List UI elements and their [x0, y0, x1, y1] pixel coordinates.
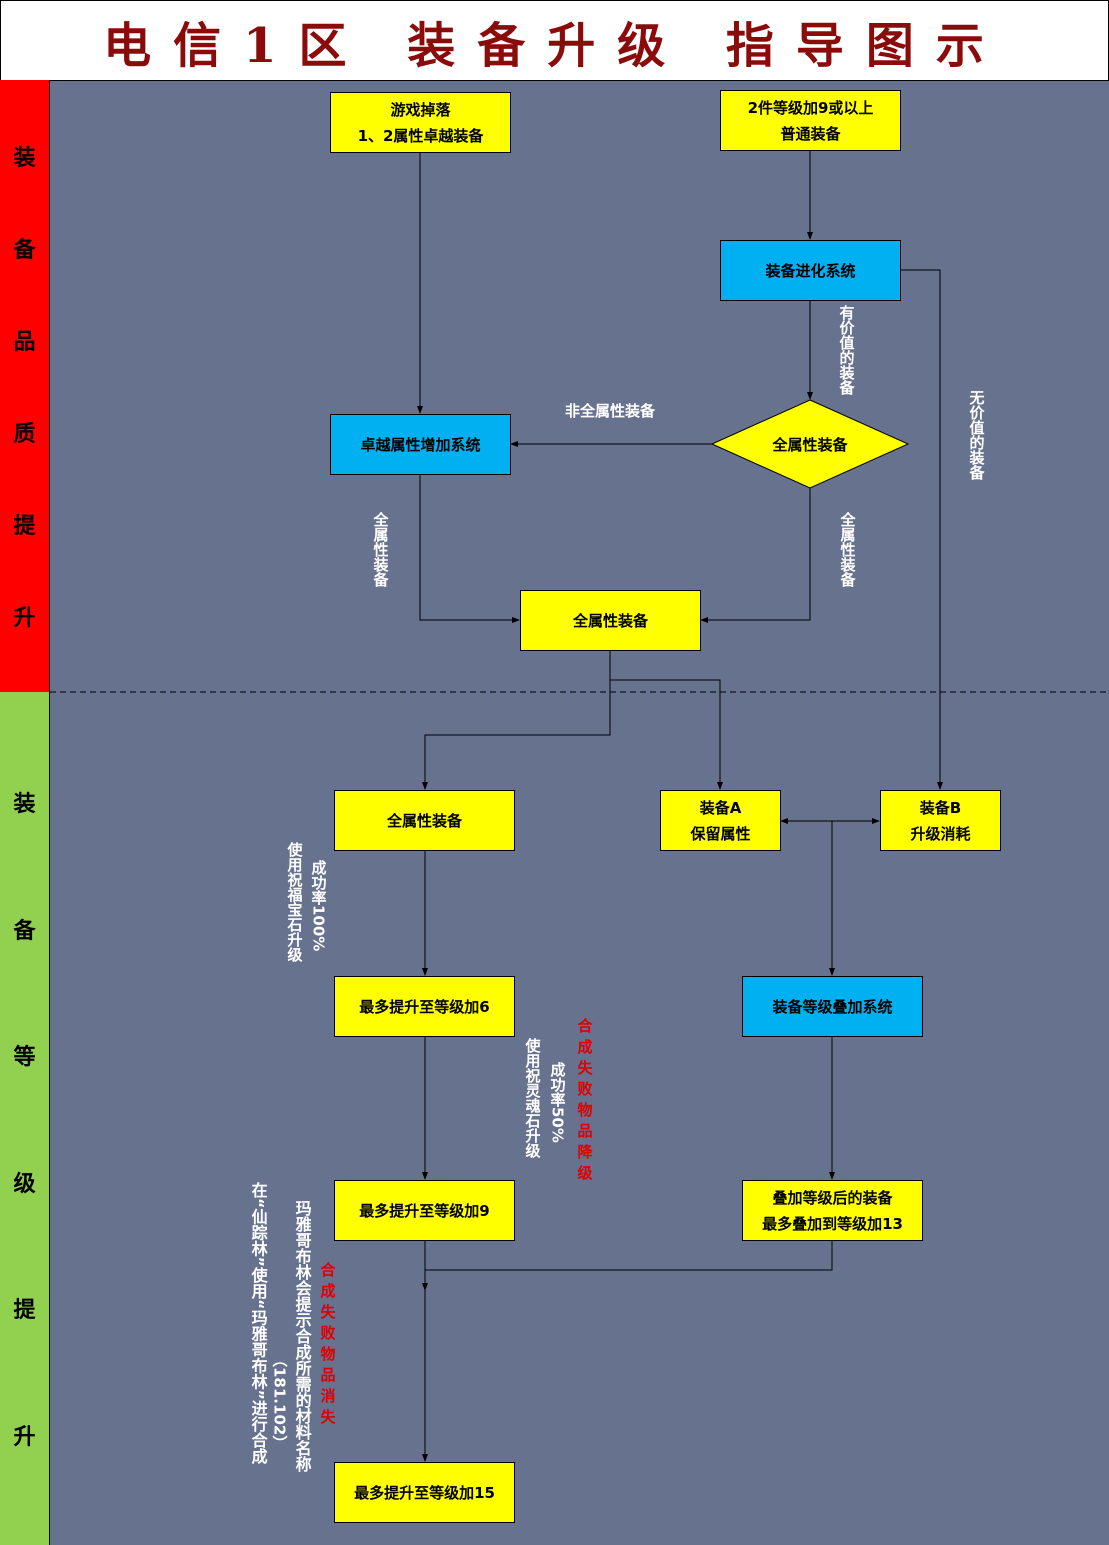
box-excellent-system: 卓越属性增加系统	[330, 414, 511, 475]
section-label: 提	[13, 514, 36, 539]
box-text: 装备A	[699, 798, 742, 817]
box-text: 普通装备	[780, 124, 841, 143]
label-rate-100: 成功率100%	[309, 860, 328, 952]
label-bless-stone: 使用祝福宝石升级	[285, 842, 304, 962]
box-text: 叠加等级后的装备	[772, 1188, 893, 1207]
box-evolve-system: 装备进化系统	[720, 240, 901, 301]
box-text: 最多叠加到等级加13	[762, 1214, 903, 1233]
box-text: 2件等级加9或以上	[747, 98, 874, 117]
label-worthless: 无价值的装备	[967, 390, 986, 480]
box-text: 1、2属性卓越装备	[357, 126, 484, 145]
box-text: 升级消耗	[910, 824, 971, 843]
label-non-full: 非全属性装备	[565, 402, 656, 420]
section-label: 升	[13, 606, 36, 631]
section-quality: 装备品质提升	[0, 80, 50, 692]
label-fail-lost: 合成失败物品消失	[318, 1262, 337, 1430]
box-text: 游戏掉落	[390, 100, 451, 119]
label-coords: （181.102）	[270, 1352, 289, 1451]
label-rate-50: 成功率50%	[548, 1062, 567, 1143]
label-fail-downgrade: 合成失败物品降级	[575, 1018, 594, 1186]
section-label: 质	[13, 422, 36, 447]
section-level: 装备等级提升	[0, 692, 50, 1545]
section-label: 装	[13, 792, 36, 818]
box-level-15: 最多提升至等级加15	[334, 1462, 515, 1523]
arrow	[419, 474, 520, 623]
connector	[425, 1240, 833, 1271]
label-maya-hint: 玛雅哥布林会提示合成所需的材料名称	[292, 1200, 312, 1472]
section-label: 装	[13, 146, 36, 171]
box-equipment-a: 装备A 保留属性	[660, 790, 781, 851]
section-label: 提	[13, 1298, 36, 1324]
box-stack-system: 装备等级叠加系统	[742, 976, 923, 1037]
decision-diamond	[710, 399, 910, 489]
arrow	[422, 650, 611, 790]
diamond-label: 全属性装备	[772, 436, 848, 454]
section-label: 级	[13, 1171, 36, 1197]
box-text: 装备B	[919, 798, 962, 817]
arrow	[900, 269, 943, 790]
label-valuable: 有价值的装备	[837, 305, 856, 395]
label-full-right: 全属性装备	[838, 512, 857, 587]
label-full-left: 全属性装备	[371, 512, 390, 587]
section-label: 品	[13, 330, 36, 355]
section-label: 备	[13, 238, 36, 263]
box-level-9: 最多提升至等级加9	[334, 1180, 515, 1241]
page-title: 电信1区 装备升级 指导图示	[0, 0, 1109, 81]
box-normal-equipment: 2件等级加9或以上普通装备	[720, 90, 901, 151]
section-label: 备	[13, 918, 36, 944]
arrow	[700, 488, 811, 623]
label-xianzong: 在“仙踪林”使用“玛雅哥布林”进行合成	[248, 1182, 268, 1465]
box-text: 保留属性	[690, 824, 751, 843]
box-full-attr-1: 全属性装备	[520, 590, 701, 651]
box-full-attr-2: 全属性装备	[334, 790, 515, 851]
box-level-6: 最多提升至等级加6	[334, 976, 515, 1037]
box-game-drop: 游戏掉落 1、2属性卓越装备	[330, 92, 511, 153]
label-soul-stone: 使用祝灵魂石升级	[523, 1038, 542, 1158]
box-stacked-equipment: 叠加等级后的装备最多叠加到等级加13	[742, 1180, 923, 1241]
section-label: 升	[13, 1424, 36, 1450]
box-equipment-b: 装备B 升级消耗	[880, 790, 1001, 851]
arrow	[610, 679, 723, 790]
section-label: 等	[13, 1045, 36, 1071]
